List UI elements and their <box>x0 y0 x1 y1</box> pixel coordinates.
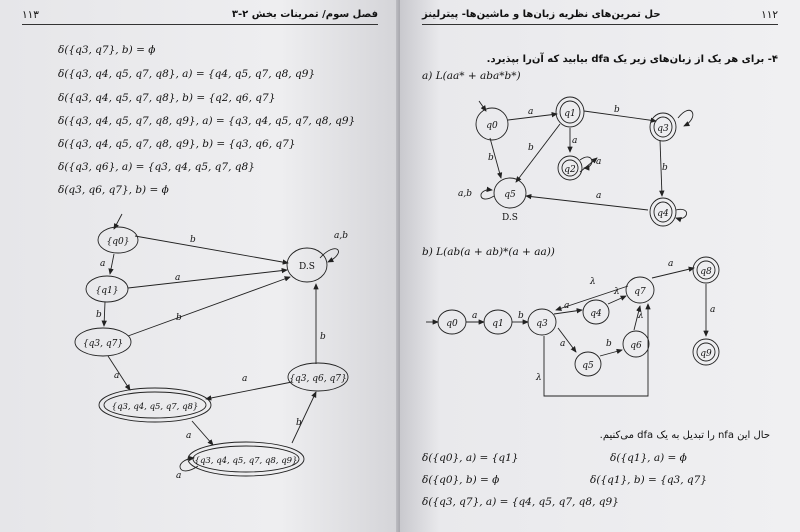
nfa-a-state-q0: q0 <box>486 121 498 131</box>
edge-label: λ <box>589 277 596 287</box>
edge-label: b <box>528 143 534 153</box>
part-a-label: a) L(aa* + aba*b*) <box>422 70 521 82</box>
nfa-b-state-q3: q3 <box>536 319 548 329</box>
nfa-b-state-q1: q1 <box>492 319 504 329</box>
edge-label: a <box>564 301 569 311</box>
right-equation: δ({q3, q7}, a) = {q4, q5, q7, q8, q9} <box>422 496 619 508</box>
nfa-b-state-q4: q4 <box>590 309 602 319</box>
edge-label: a <box>596 157 601 167</box>
right-page: ۱۱۲ حل تمرین‌های نظریه زبان‌ها و ماشین‌ه… <box>400 0 800 532</box>
right-equation: δ({q1}, b) = {q3, q7} <box>590 474 707 486</box>
part-b-label: b) L(ab(a + ab)*(a + aa)) <box>422 246 555 258</box>
right-running-title: حل تمرین‌های نظریه زبان‌ها و ماشین‌ها- پ… <box>422 9 661 20</box>
edge-label: a <box>710 305 715 315</box>
left-equation: δ({q3, q7}, b) = ϕ <box>58 44 156 56</box>
right-page-number: ۱۱۲ <box>761 9 778 21</box>
nfa-a-state-q4: q4 <box>657 209 669 219</box>
edge-label: a <box>100 259 105 269</box>
edge-label: b <box>606 339 612 349</box>
edge-label: a,b <box>458 189 472 199</box>
edge-label: a <box>560 339 565 349</box>
left-dfa-diagram: {q0} {q1} {q3, q7} D.S {q3, q4, q5, q7, … <box>74 213 349 481</box>
nfa-b-state-q0: q0 <box>446 319 458 329</box>
edge-label: a <box>175 273 180 283</box>
edge-label: b <box>296 418 302 428</box>
edge-label: b <box>488 153 494 163</box>
left-equation: δ({q3, q4, q5, q7, q8}, a) = {q4, q5, q7… <box>58 68 316 80</box>
left-equation: δ({q3, q4, q5, q7, q8}, b) = {q2, q6, q7… <box>58 92 276 104</box>
nfa-a-state-q2: q2 <box>564 165 576 175</box>
nfa-b-state-q8: q8 <box>700 267 712 277</box>
edge-label: b <box>176 313 182 323</box>
edge-label: a <box>472 311 477 321</box>
edge-label: b <box>96 310 102 320</box>
edge-label: b <box>320 332 326 342</box>
dfa-state-q3q7: {q3, q7} <box>83 339 123 349</box>
nfa-a-state-q1: q1 <box>564 109 576 119</box>
right-equation: δ({q1}, a) = ϕ <box>610 452 687 464</box>
edge-label: λ <box>637 311 644 321</box>
left-page: ۱۱۳ فصل سوم/ تمرینات بخش ۲-۳ δ({q3, q7},… <box>0 0 400 532</box>
left-page-header: ۱۱۳ فصل سوم/ تمرینات بخش ۲-۳ <box>22 8 378 25</box>
nfa-b-state-q5: q5 <box>582 361 594 371</box>
nfa-a-state-q3: q3 <box>657 124 669 134</box>
nfa-b-state-q6: q6 <box>630 341 642 351</box>
edge-label: a <box>242 374 247 384</box>
edge-label: a <box>668 259 673 269</box>
left-equation: δ({q3, q6}, a) = {q3, q4, q5, q7, q8} <box>58 161 255 173</box>
edge-label: b <box>614 105 620 115</box>
edge-label: a <box>596 191 601 201</box>
edge-label: a <box>186 431 191 441</box>
left-equation: δ({q3, q4, q5, q7, q8, q9}, a) = {q3, q4… <box>58 115 356 127</box>
edge-label: b <box>518 311 524 321</box>
edge-label: λ <box>535 373 542 383</box>
left-running-title: فصل سوم/ تمرینات بخش ۲-۳ <box>231 9 378 20</box>
edge-label: b <box>190 235 196 245</box>
nfa-b-state-q7: q7 <box>634 287 646 297</box>
edge-label: b <box>662 163 668 173</box>
edge-label: a,b <box>334 231 348 241</box>
edge-label: a <box>114 371 119 381</box>
dfa-state-accept-2: {q3, q4, q5, q7, q8, q9} <box>195 456 298 466</box>
dfa-state-dead: D.S <box>299 262 315 272</box>
nfa-a-state-q5: q5 <box>504 190 516 200</box>
nfa-a-diagram: q0 q1 q3 q2 q4 q5 D.S a b a b b b a a a,… <box>458 96 694 227</box>
dfa-state-accept-1: {q3, q4, q5, q7, q8} <box>112 402 199 412</box>
edge-label: λ <box>613 287 620 297</box>
left-equation: δ({q3, q4, q5, q7, q8, q9}, b) = {q3, q6… <box>58 138 296 150</box>
dfa-state-q1: {q1} <box>96 286 119 296</box>
nfa-b-diagram: q0 q1 q3 q4 q7 q5 q6 q8 q9 a b a λ λ a b… <box>426 256 720 397</box>
convert-note: حال این nfa را تبدیل به یک dfa می‌کنیم. <box>599 430 770 441</box>
nfa-b-state-q9: q9 <box>700 349 712 359</box>
right-equation: δ({q0}, b) = ϕ <box>422 474 500 486</box>
right-page-header: ۱۱۲ حل تمرین‌های نظریه زبان‌ها و ماشین‌ه… <box>422 8 778 25</box>
edge-label: a <box>176 471 181 481</box>
right-equation: δ({q0}, a) = {q1} <box>422 452 519 464</box>
left-page-number: ۱۱۳ <box>22 9 39 21</box>
edge-label: a <box>572 136 577 146</box>
edge-label: a <box>528 107 533 117</box>
problem-statement: ۴- برای هر یک از زبان‌های زیر یک dfa بیا… <box>486 54 778 65</box>
dfa-state-q3q6q7: {q3, q6, q7} <box>289 374 346 384</box>
dfa-state-q0: {q0} <box>107 237 130 247</box>
nfa-a-dead-label: D.S <box>502 213 518 223</box>
left-equation: δ(q3, q6, q7}, b) = ϕ <box>58 184 169 196</box>
